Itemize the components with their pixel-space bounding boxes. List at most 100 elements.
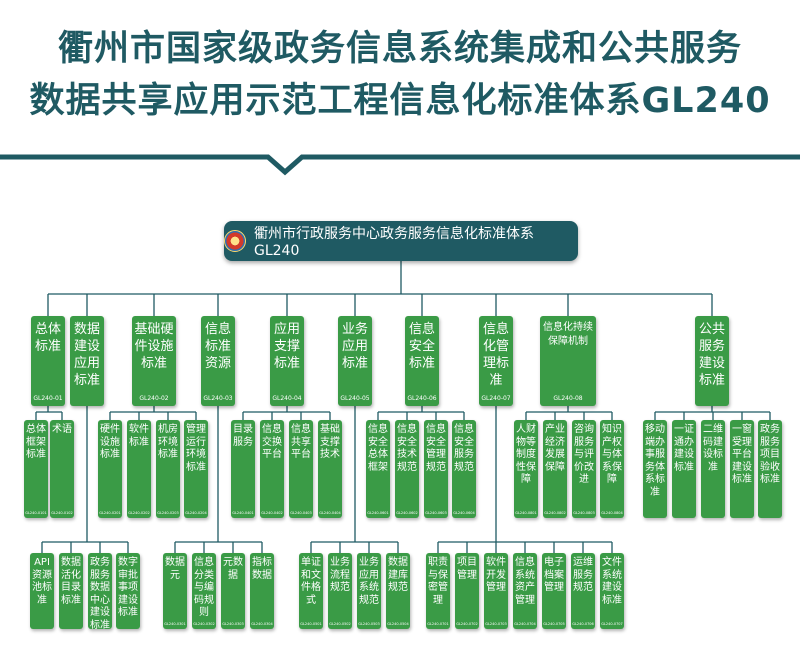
leaf-label: 一窗受理平台建设标准 [732, 424, 752, 485]
leaf-item: 产业经济发展保障 GL240-0802 [543, 420, 567, 518]
leaf-label: 数据活化目录标准 [61, 557, 81, 606]
leaf-code: GL240-0705 [543, 622, 565, 626]
leaf-label: 项目管理 [457, 557, 477, 581]
category-label: 数据建设应用标准 [73, 322, 100, 388]
leaf-item: 运维服务规范 GL240-0706 [571, 553, 595, 629]
leaf-label: 软件开发管理 [486, 557, 506, 593]
category-code: GL240-03 [203, 395, 233, 402]
category-label: 信息化持续保障机制 [543, 322, 593, 347]
leaf-label: 文件系统建设标准 [602, 557, 622, 606]
leaf-label: 总体框架标准 [26, 424, 46, 460]
leaf-code: GL240-0402 [261, 511, 283, 515]
leaf-label: 业务应用系统规范 [359, 557, 379, 606]
leaf-code: GL240-0101 [25, 511, 47, 515]
category-data-build: 数据建设应用标准 [70, 316, 104, 406]
category-label: 业务应用标准 [341, 322, 368, 371]
leaf-label: 产业经济发展保障 [545, 424, 565, 473]
category-label: 信息安全标准 [408, 322, 435, 371]
leaf-code: GL240-0706 [572, 622, 594, 626]
leaf-item: 二维码建设标准 [701, 420, 725, 518]
leaf-label: 指标数据 [252, 557, 272, 581]
leaf-code: GL240-0304 [251, 622, 273, 626]
leaf-code: GL240-0804 [601, 511, 623, 515]
category-code: GL240-01 [33, 395, 63, 402]
leaf-code: GL240-0703 [485, 622, 507, 626]
category-app-support: 应用支撑标准 GL240-04 [270, 316, 304, 406]
leaf-item: 数字审批事项建设标准 [116, 553, 140, 629]
leaf-code: GL240-0604 [453, 511, 475, 515]
leaf-label: 业务流程规范 [330, 557, 350, 593]
leaf-label: 政务服务项目验收标准 [760, 424, 780, 485]
leaf-label: API资源池标准 [32, 557, 52, 606]
leaf-label: 硬件设施标准 [100, 424, 120, 460]
leaf-item: 数据活化目录标准 [59, 553, 83, 629]
category-general: 总体标准 GL240-01 [31, 316, 65, 406]
category-info-resources: 信息标准资源 GL240-03 [201, 316, 235, 406]
leaf-label: 数据建库规范 [388, 557, 408, 593]
leaf-code: GL240-0803 [573, 511, 595, 515]
category-public-service: 公共服务建设标准 [695, 316, 729, 406]
leaf-code: GL240-0802 [544, 511, 566, 515]
category-code: GL240-08 [553, 395, 583, 402]
leaf-label: 信息交换平台 [262, 424, 282, 460]
leaf-label: 信息安全服务规范 [454, 424, 474, 473]
leaf-item: 政务服务数据中心建设标准 [88, 553, 112, 631]
leaf-item: 项目管理 GL240-0702 [455, 553, 479, 629]
leaf-label: 知识产权与体系保障 [602, 424, 622, 485]
leaf-label: 基础支撑技术 [320, 424, 340, 460]
leaf-item: 一证通办建设标准 [672, 420, 696, 518]
category-label: 基础硬件设施标准 [134, 322, 174, 371]
leaf-code: GL240-0403 [290, 511, 312, 515]
leaf-code: GL240-0707 [601, 622, 623, 626]
leaf-code: GL240-0601 [367, 511, 389, 515]
leaf-label: 术语 [52, 424, 72, 435]
leaf-label: 人财物等制度性保障 [516, 424, 536, 485]
leaf-code: GL240-0504 [387, 622, 409, 626]
leaf-code: GL240-0702 [456, 622, 478, 626]
leaf-label: 机房环境标准 [158, 424, 178, 460]
leaf-code: GL240-0201 [99, 511, 121, 515]
leaf-label: 咨询服务与评价改进 [574, 424, 594, 485]
category-hardware: 基础硬件设施标准 GL240-02 [132, 316, 176, 406]
leaf-label: 元数据 [223, 557, 243, 581]
leaf-label: 二维码建设标准 [703, 424, 723, 473]
leaf-item: 数据建库规范 GL240-0504 [386, 553, 410, 629]
category-code: GL240-07 [481, 395, 511, 402]
leaf-item: 软件开发管理 GL240-0703 [484, 553, 508, 629]
root-label: 衢州市行政服务中心政务服务信息化标准体系 GL240 [254, 226, 534, 259]
category-code: GL240-06 [407, 395, 437, 402]
leaf-item: API资源池标准 [30, 553, 54, 629]
leaf-label: 运维服务规范 [573, 557, 593, 593]
leaf-code: GL240-0801 [515, 511, 537, 515]
title-line-2: 数据共享应用示范工程信息化标准体系GL240 [29, 81, 771, 121]
leaf-code: GL240-0602 [396, 511, 418, 515]
leaf-label: 信息安全技术规范 [397, 424, 417, 473]
leaf-item: 信息安全技术规范 GL240-0602 [395, 420, 419, 518]
leaf-item: 咨询服务与评价改进 GL240-0803 [572, 420, 596, 518]
leaf-code: GL240-0301 [164, 622, 186, 626]
leaf-label: 信息共享平台 [291, 424, 311, 460]
leaf-label: 信息系统资产管理 [515, 557, 535, 606]
title-line-1: 衢州市国家级政务信息系统集成和公共服务 [57, 29, 742, 69]
root-node: 衢州市行政服务中心政务服务信息化标准体系 GL240 [224, 221, 578, 261]
category-code: GL240-05 [340, 395, 370, 402]
leaf-label: 信息分类与编码规则 [194, 557, 214, 618]
leaf-item: 知识产权与体系保障 GL240-0804 [600, 420, 624, 518]
category-label: 总体标准 [34, 322, 61, 354]
leaf-label: 职责与保密管理 [428, 557, 448, 606]
leaf-item: 总体框架标准 GL240-0101 [24, 420, 48, 518]
category-label: 公共服务建设标准 [698, 322, 725, 388]
leaf-item: 一窗受理平台建设标准 [730, 420, 754, 518]
category-it-management: 信息化管理标准 GL240-07 [479, 316, 513, 406]
